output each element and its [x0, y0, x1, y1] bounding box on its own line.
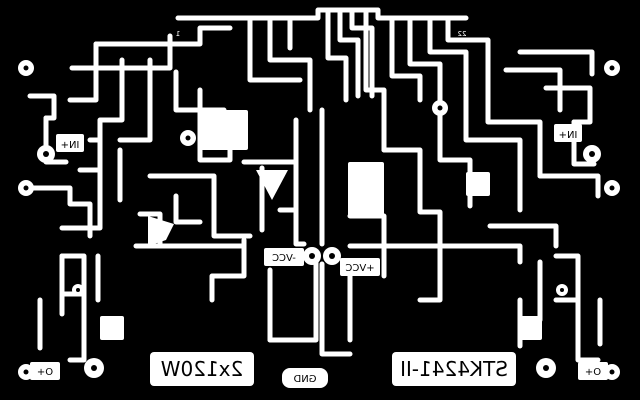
island [200, 110, 248, 150]
title-plate [392, 352, 516, 386]
trace [93, 25, 233, 47]
island [100, 316, 124, 340]
trace [209, 237, 247, 303]
pos-supply-plate [340, 258, 380, 276]
trace [537, 173, 601, 199]
input-right-label: IN+ [559, 130, 578, 141]
trace [247, 15, 303, 83]
power-rating-label: 2x120W [161, 357, 244, 381]
board-title: STK4241-II [400, 357, 508, 381]
trace [173, 193, 203, 225]
trace [407, 15, 443, 111]
trace [325, 9, 349, 103]
trace [147, 173, 253, 239]
trace [27, 185, 93, 239]
trace [487, 223, 559, 249]
trace [445, 15, 491, 83]
trace [417, 233, 443, 303]
trace [575, 297, 601, 363]
trace [67, 291, 87, 363]
trace [267, 257, 319, 343]
input-left-plate [56, 134, 84, 152]
trace [503, 67, 563, 113]
trace [27, 93, 57, 121]
pin-last-label: 22 [458, 30, 467, 38]
trace [69, 33, 173, 71]
gnd-plate [282, 368, 328, 388]
trace [463, 93, 523, 213]
trace [77, 57, 125, 173]
trace [347, 243, 523, 265]
trace [363, 9, 387, 153]
island [148, 216, 174, 246]
trace [485, 77, 543, 179]
trace [59, 137, 103, 231]
trace [349, 9, 375, 99]
pin-first-label: 1 [176, 30, 180, 38]
trace [389, 15, 423, 103]
trace [59, 253, 87, 297]
output-left-plate [30, 362, 60, 380]
neg-supply-label: -VCC [272, 253, 296, 264]
input-left-label: IN+ [61, 140, 80, 151]
trace [381, 147, 443, 239]
isolation-islands [100, 110, 542, 340]
trace [427, 15, 469, 99]
triangle-island [256, 170, 288, 200]
ground-label: GND [293, 374, 316, 385]
trace [319, 261, 353, 357]
pos-supply-label: +VCC [345, 263, 374, 274]
neg-supply-plate [264, 248, 304, 266]
trace [553, 253, 581, 303]
island [518, 316, 542, 340]
output-right-plate [578, 362, 608, 380]
trace-group [27, 7, 603, 363]
trace [337, 9, 361, 99]
labels: 2x120W STK4241-II IN+ IN+ -VCC +VCC GND … [30, 30, 608, 388]
island [466, 172, 490, 196]
trace [517, 49, 595, 77]
trace [543, 85, 593, 125]
trace [67, 41, 99, 103]
island [348, 162, 384, 216]
trace [117, 57, 153, 143]
input-right-plate [554, 124, 582, 142]
trace [267, 15, 313, 113]
output-left-label: O+ [37, 367, 53, 378]
power-rating-plate [150, 352, 254, 386]
trace [293, 117, 307, 247]
output-right-label: O+ [585, 367, 601, 378]
